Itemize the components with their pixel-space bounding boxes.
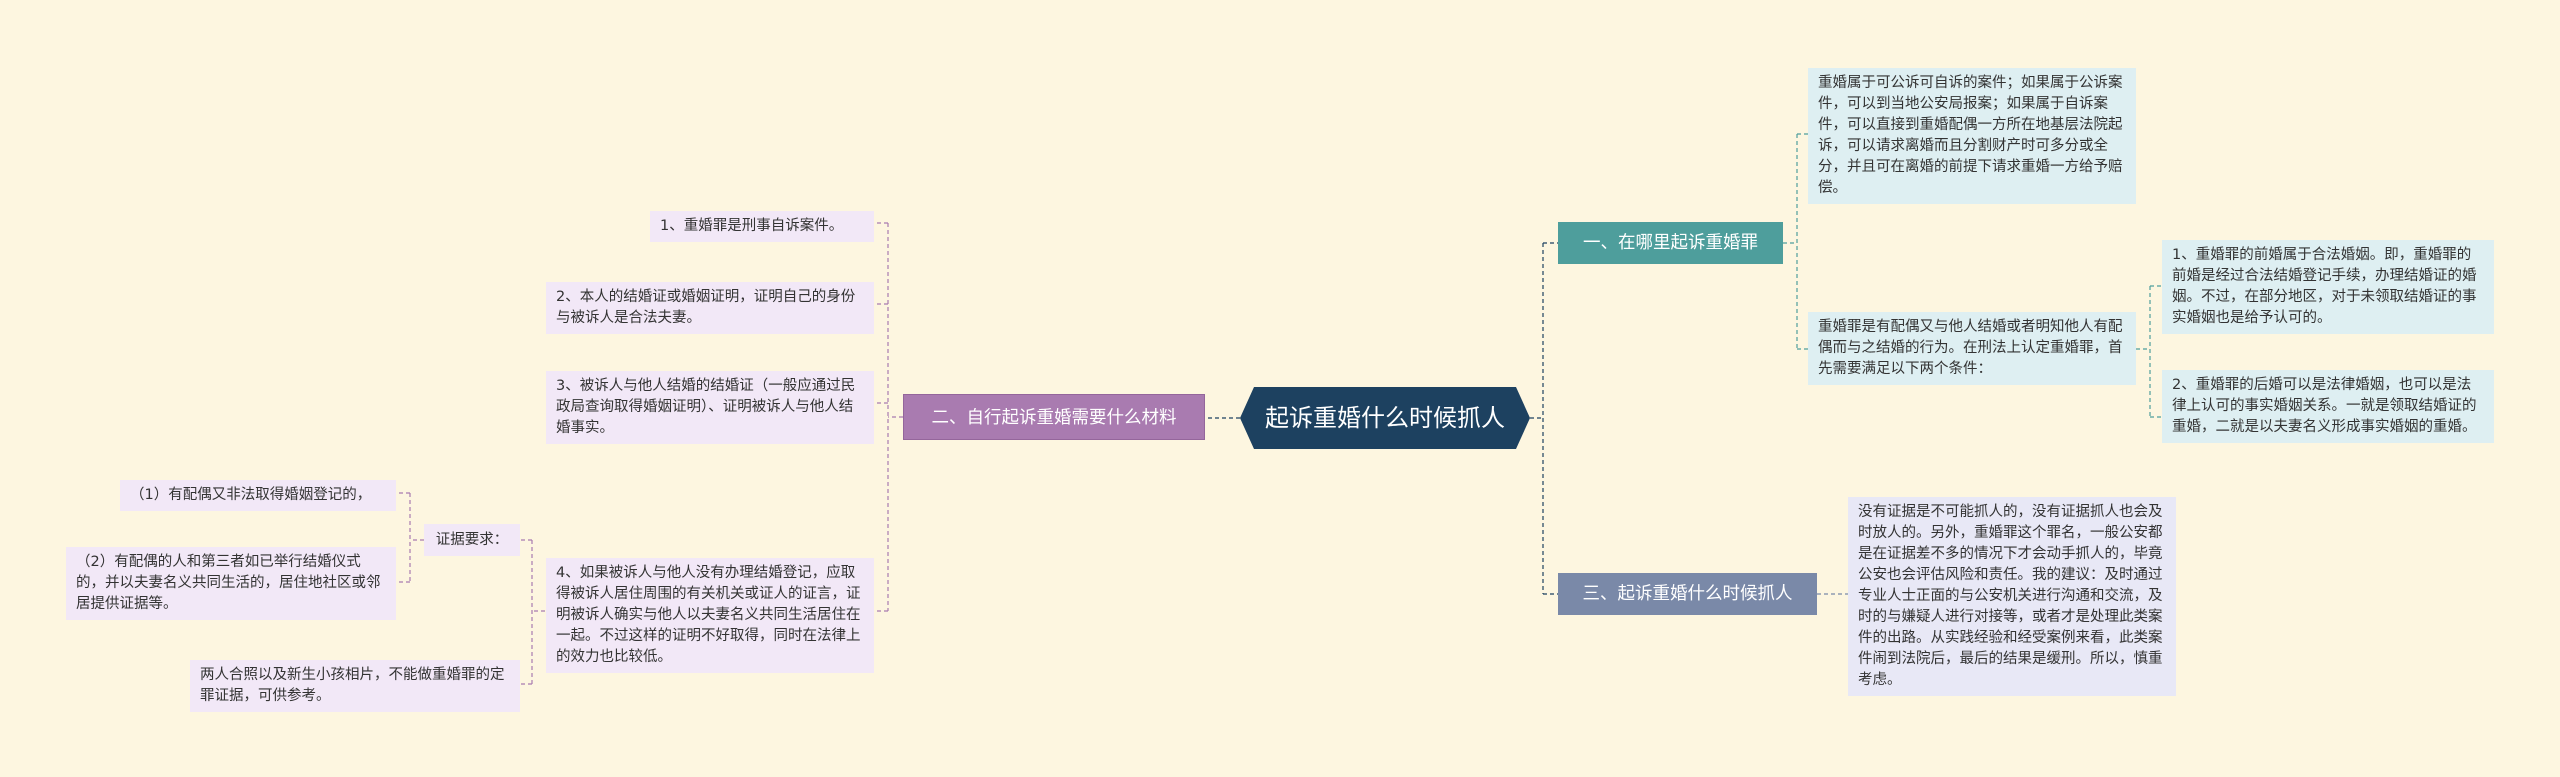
connector-left-trunk (887, 223, 903, 611)
branch-when-arrest[interactable]: 三、起诉重婚什么时候抓人 (1558, 573, 1817, 615)
evidence-item-2: （2）有配偶的人和第三者如已举行结婚仪式的，并以夫妻名义共同生活的，居住地社区或… (66, 547, 396, 620)
condition-1: 1、重婚罪的前婚属于合法婚姻。即，重婚罪的前婚是经过合法结婚登记手续，办理结婚证… (2162, 240, 2494, 334)
photo-note: 两人合照以及新生小孩相片，不能做重婚罪的定罪证据，可供参考。 (190, 660, 520, 712)
materials-item-2: 2、本人的结婚证或婚姻证明，证明自己的身份与被诉人是合法夫妻。 (546, 282, 874, 334)
materials-item-4: 4、如果被诉人与他人没有办理结婚登记，应取得被诉人居住周围的有关机关或证人的证言… (546, 558, 874, 673)
evidence-requirements: 证据要求： (424, 524, 520, 556)
materials-item-1: 1、重婚罪是刑事自诉案件。 (650, 211, 874, 242)
where-item-1: 重婚属于可公诉可自诉的案件；如果属于公诉案件，可以到当地公安局报案；如果属于自诉… (1808, 68, 2136, 204)
branch-materials[interactable]: 二、自行起诉重婚需要什么材料 (903, 394, 1205, 440)
connector-evidence-trunk (409, 493, 424, 582)
evidence-item-1: （1）有配偶又非法取得婚姻登记的， (120, 480, 396, 511)
arrest-item-1: 没有证据是不可能抓人的，没有证据抓人也会及时放人的。另外，重婚罪这个罪名，一般公… (1848, 497, 2176, 696)
branch-where-to-sue[interactable]: 一、在哪里起诉重婚罪 (1558, 222, 1783, 264)
connector-r1-trunk (1783, 134, 1798, 349)
condition-2: 2、重婚罪的后婚可以是法律婚姻，也可以是法律上认可的事实婚姻关系。一就是领取结婚… (2162, 370, 2494, 443)
materials-item-3: 3、被诉人与他人结婚的结婚证（一般应通过民政局查询取得婚姻证明）、证明被诉人与他… (546, 371, 874, 444)
connector-root-right (1530, 242, 1558, 595)
where-item-2: 重婚罪是有配偶又与他人结婚或者明知他人有配偶而与之结婚的行为。在刑法上认定重婚罪… (1808, 312, 2136, 385)
root-topic[interactable]: 起诉重婚什么时候抓人 (1240, 387, 1530, 449)
connector-cond-trunk (2136, 286, 2151, 417)
connector-item4-trunk (531, 540, 545, 684)
